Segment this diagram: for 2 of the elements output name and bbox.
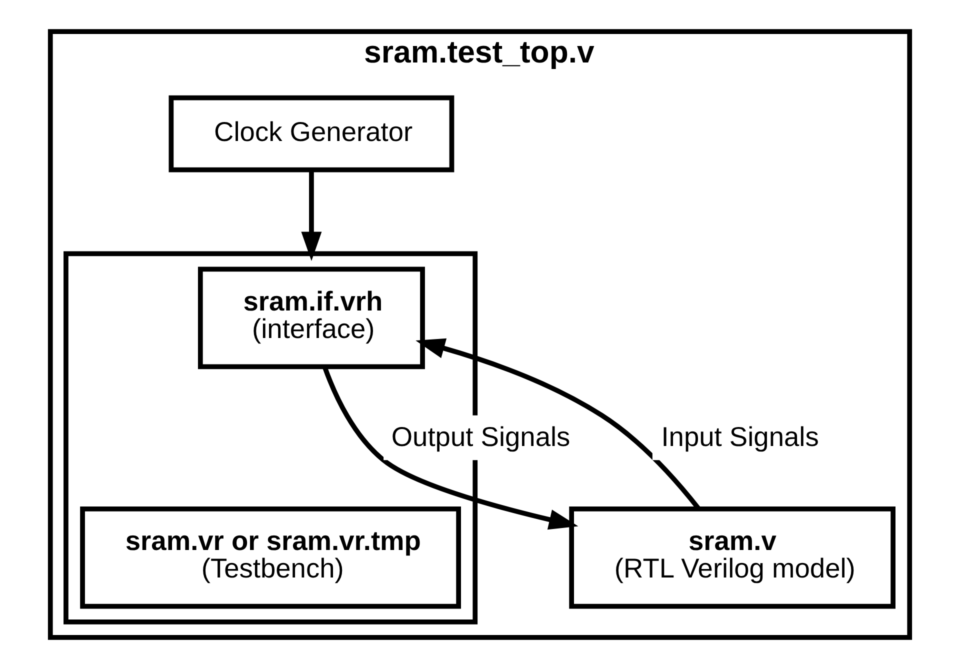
edge-label: Output Signals <box>390 420 570 452</box>
edge-label: Input Signals <box>660 420 818 452</box>
